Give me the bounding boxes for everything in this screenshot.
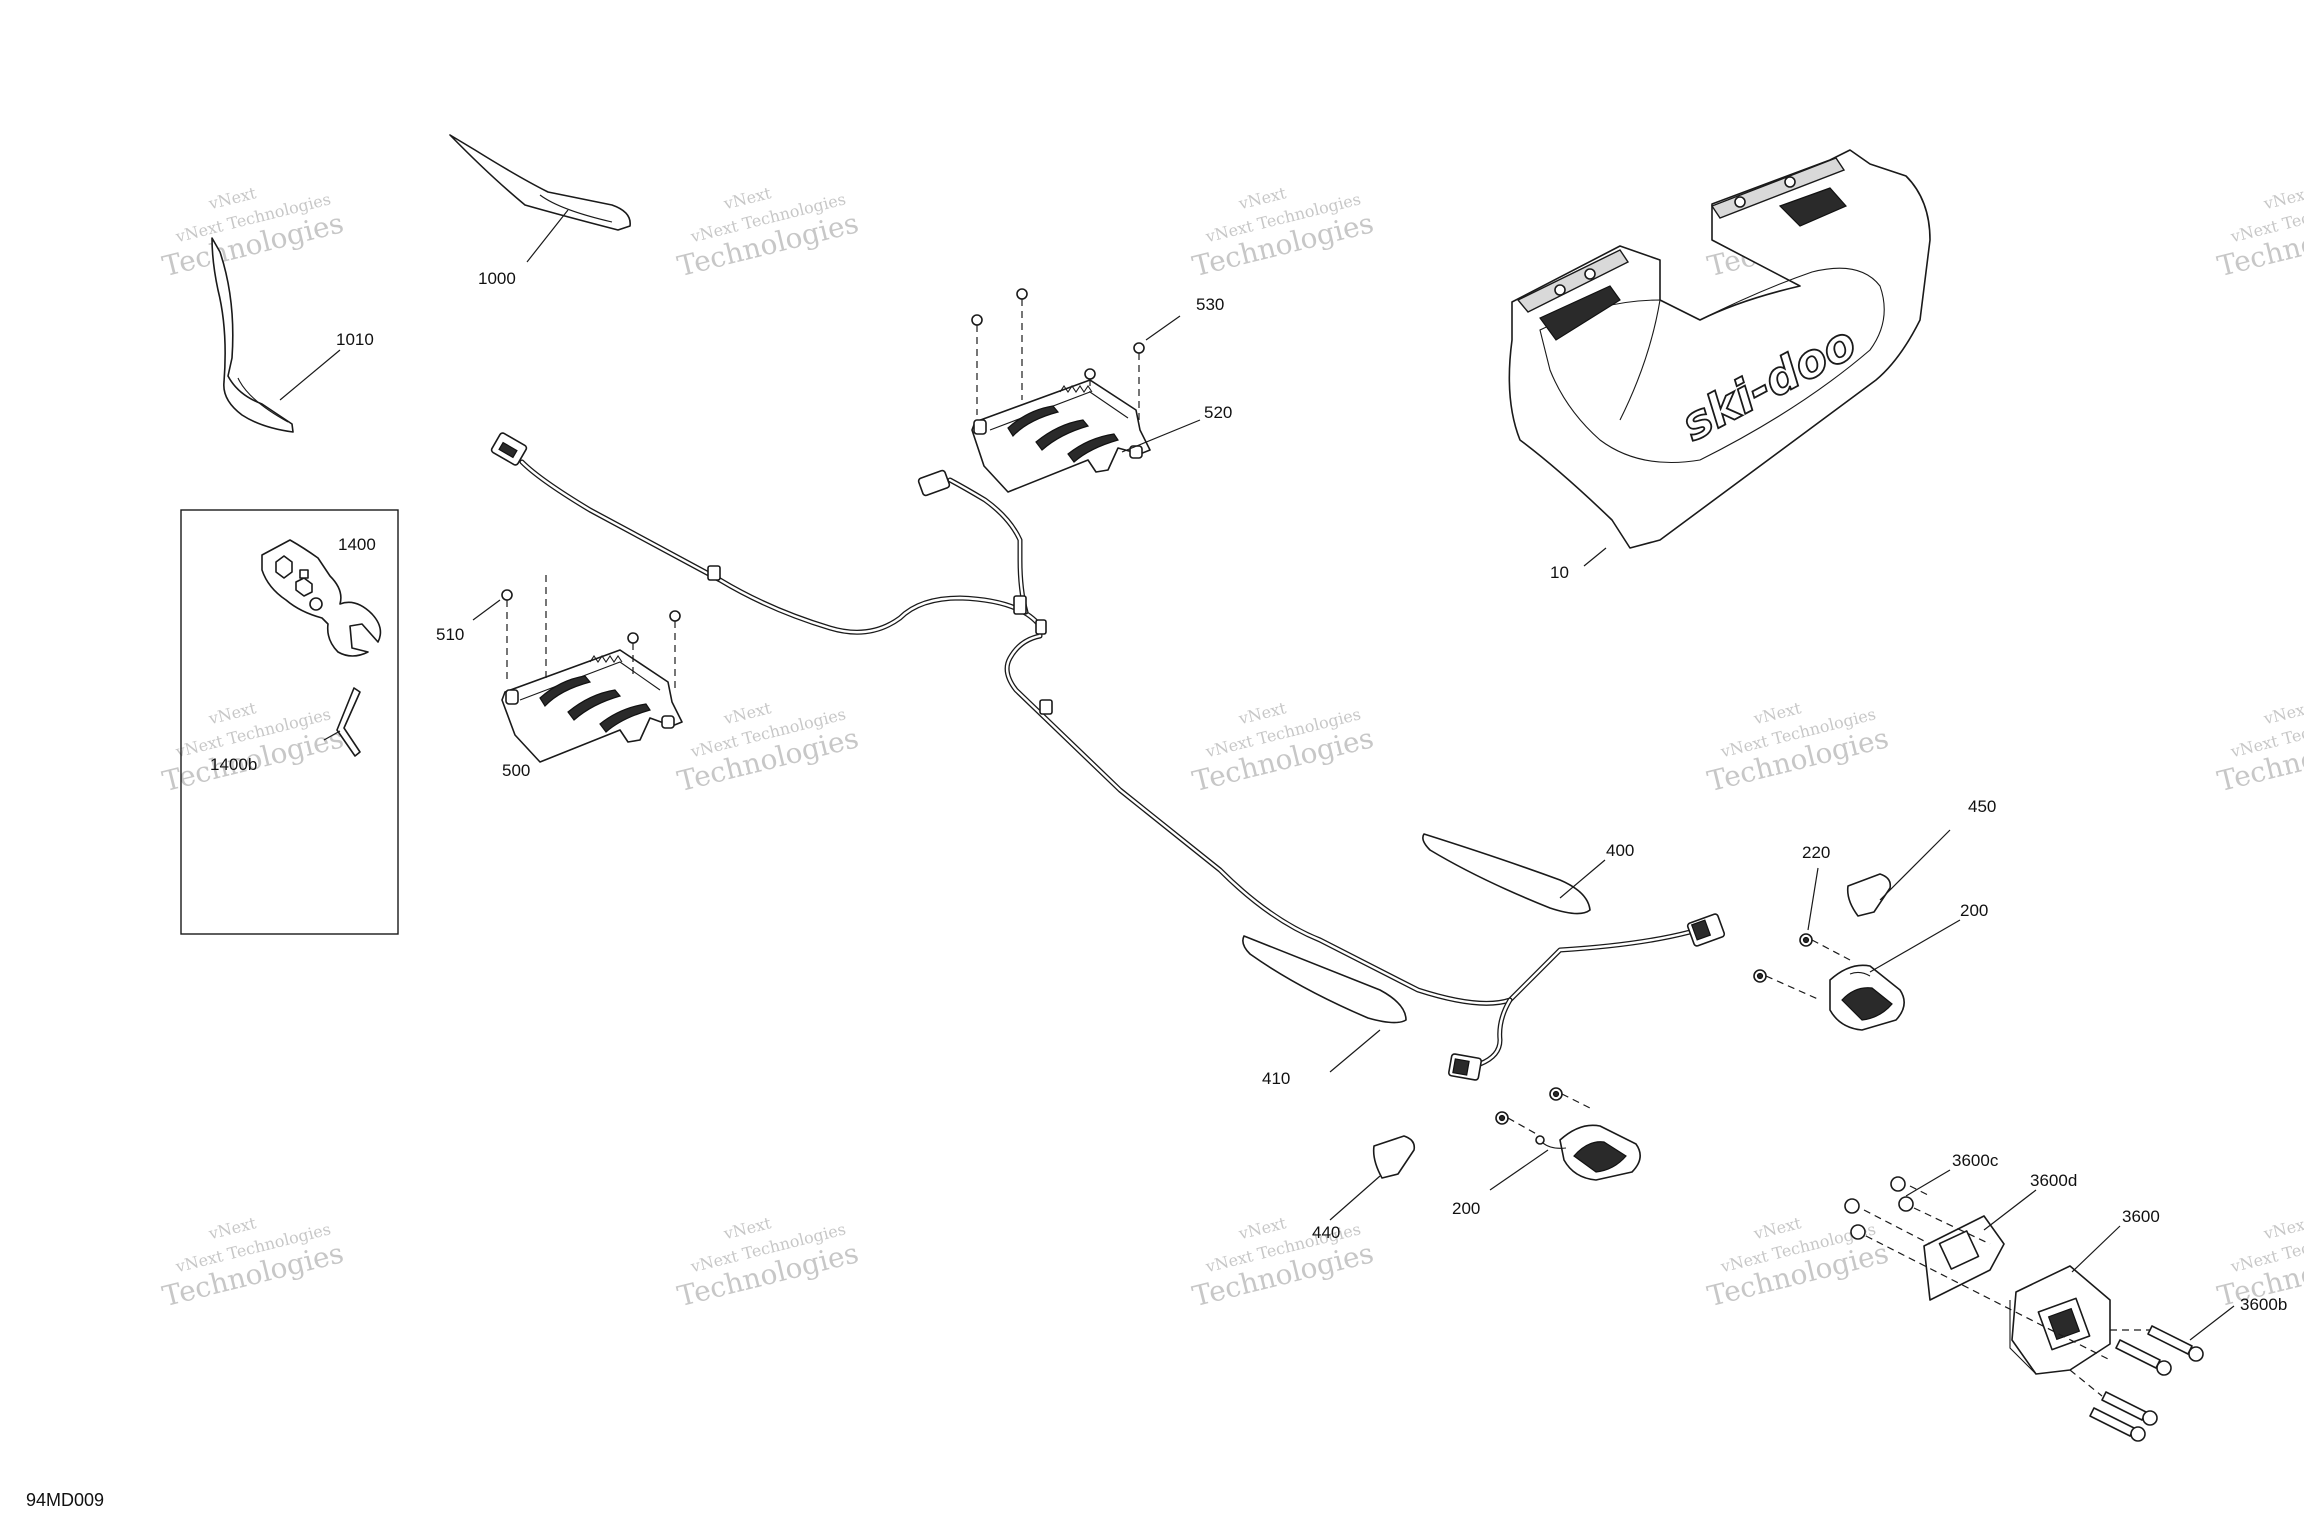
part-200-tail-light-left[interactable]: [1489, 1124, 1641, 1191]
label-410[interactable]: 410: [1262, 1069, 1290, 1088]
watermarks: vNext vNext Technologies Technologies vN…: [159, 183, 2304, 1313]
label-400[interactable]: 400: [1606, 841, 1634, 860]
label-1400b[interactable]: 1400b: [210, 755, 257, 774]
part-450-reflector[interactable]: [1846, 829, 1951, 917]
part-1400-wrench[interactable]: [261, 539, 382, 657]
watermark: vNext vNext Technologies Technologies: [159, 183, 347, 283]
watermark: vNext vNext Technologies Technologies: [1189, 698, 1377, 798]
label-450[interactable]: 450: [1968, 797, 1996, 816]
part-400-reflector[interactable]: [1422, 833, 1606, 915]
diagram-code: 94MD009: [26, 1490, 104, 1510]
part-1400b-hex-key[interactable]: [323, 687, 361, 757]
label-530[interactable]: 530: [1196, 295, 1224, 314]
label-3600c[interactable]: 3600c: [1952, 1151, 1999, 1170]
part-1000-decal[interactable]: [449, 134, 631, 263]
label-200-left[interactable]: 200: [1452, 1199, 1480, 1218]
label-500[interactable]: 500: [502, 761, 530, 780]
label-1000[interactable]: 1000: [478, 269, 516, 288]
label-3600d[interactable]: 3600d: [2030, 1171, 2077, 1190]
label-440[interactable]: 440: [1312, 1223, 1340, 1242]
tool-kit-frame: [180, 509, 399, 935]
svg-text:vNext: vNext: [2261, 698, 2304, 728]
part-510-screws[interactable]: [472, 575, 681, 690]
label-1400[interactable]: 1400: [338, 535, 376, 554]
label-220[interactable]: 220: [1802, 843, 1830, 862]
label-3600b[interactable]: 3600b: [2240, 1295, 2287, 1314]
part-520-plate[interactable]: [971, 379, 1151, 493]
label-1010[interactable]: 1010: [336, 330, 374, 349]
part-500-plate[interactable]: [501, 649, 683, 763]
part-440-reflector[interactable]: [1329, 1135, 1416, 1221]
part-3600b-bolts[interactable]: [2069, 1305, 2235, 1442]
part-labels: 1000 1010 1400 1400b 510 500 530 520 10 …: [210, 269, 2287, 1314]
watermark: vNext vNext Technologies Technologies: [674, 1213, 862, 1313]
watermark: vNext vNext Technologies Technologies: [674, 698, 862, 798]
part-220-nuts[interactable]: [1495, 867, 1851, 1137]
watermark: vNext vNext Technologies Technologies: [674, 183, 862, 283]
part-10-rear-bumper[interactable]: ski-doo: [1508, 149, 1931, 567]
part-1010-decal[interactable]: [211, 237, 341, 433]
label-520[interactable]: 520: [1204, 403, 1232, 422]
wiring-harness[interactable]: [490, 432, 1726, 1081]
watermark: vNext vNext Technologies Technologies: [159, 698, 347, 798]
part-3600d-plate[interactable]: [1923, 1189, 2037, 1301]
watermark: vNext vNext Technologies Technologies: [2214, 183, 2304, 283]
svg-text:vNext: vNext: [2261, 1213, 2304, 1243]
part-3600c-nuts[interactable]: [1844, 1169, 2111, 1361]
part-410-reflector[interactable]: [1242, 935, 1407, 1073]
part-200-tail-light-right[interactable]: [1829, 919, 1961, 1031]
label-10[interactable]: 10: [1550, 563, 1569, 582]
watermark: vNext vNext Technologies Technologies: [1189, 183, 1377, 283]
watermark: vNext vNext Technologies Technologies: [159, 1213, 347, 1313]
svg-text:vNext: vNext: [2261, 183, 2304, 213]
watermark: vNext vNext Technologies Technologies: [1189, 1213, 1377, 1313]
watermark: vNext vNext Technologies Technologies: [2214, 698, 2304, 798]
label-510[interactable]: 510: [436, 625, 464, 644]
part-3600-hitch[interactable]: [2009, 1225, 2121, 1375]
watermark: vNext vNext Technologies Technologies: [1704, 1213, 1892, 1313]
label-200-right[interactable]: 200: [1960, 901, 1988, 920]
part-530-screws[interactable]: [971, 288, 1201, 453]
label-3600[interactable]: 3600: [2122, 1207, 2160, 1226]
watermark: vNext vNext Technologies Technologies: [1704, 698, 1892, 798]
